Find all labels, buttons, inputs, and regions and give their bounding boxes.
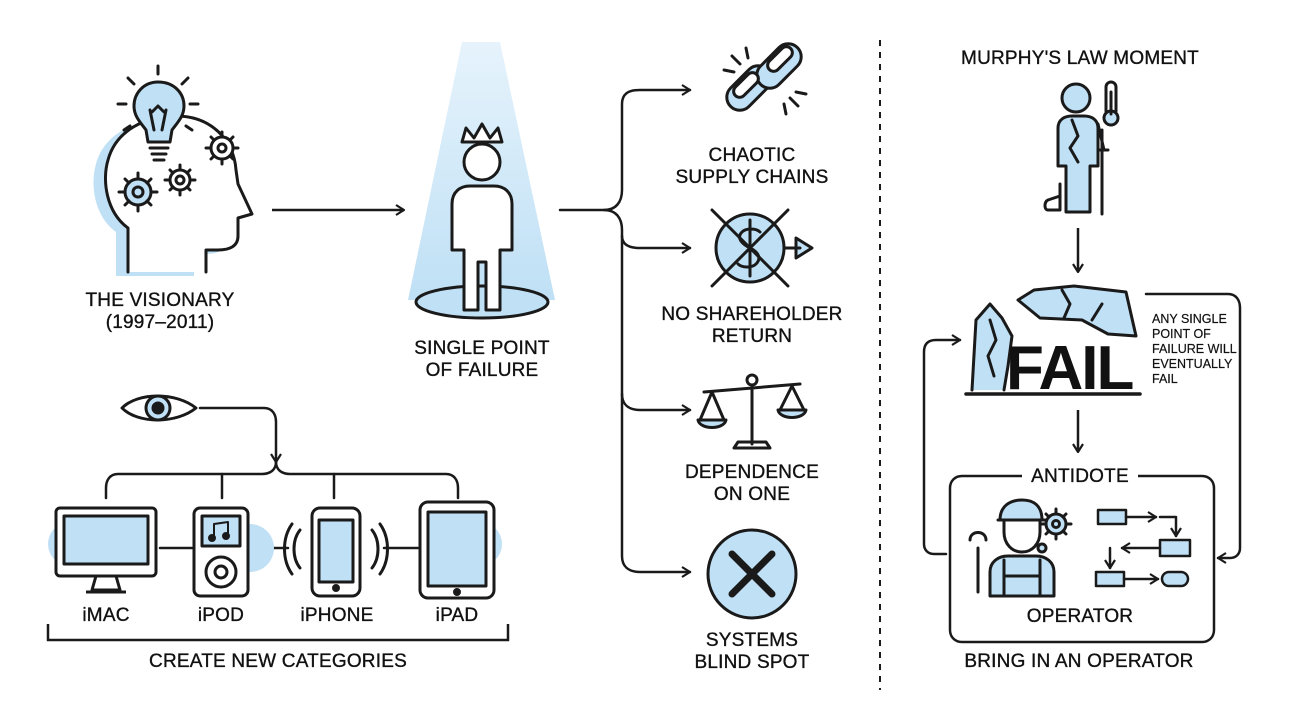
consequence-supply-chains: CHAOTIC SUPPLY CHAINS [662,145,842,189]
note-line: EVENTUALLY [1152,357,1233,371]
consequence-shareholder: NO SHAREHOLDER RETURN [652,304,852,348]
consequence-line2: ON ONE [713,484,791,505]
crumbling-fail-icon [964,284,1142,396]
murphy-note: ANY SINGLE POINT OF FAILURE WILL EVENTUA… [1152,312,1252,387]
visionary-label: THE VISIONARY (1997–2011) [70,290,250,334]
iphone-icon [283,506,389,598]
product-ipod-label: iPOD [197,605,245,626]
scale-icon [696,373,808,450]
branch-arrows [558,84,692,578]
product-ipad-label: iPAD [435,605,479,626]
spof-line1: SINGLE POINT [414,338,550,359]
ipod-icon [192,506,274,598]
consequence-line1: CHAOTIC [708,145,796,166]
ipad-icon [418,500,502,600]
consequence-line1: DEPENDENCE [685,462,819,483]
imac-icon [48,506,158,594]
x-circle-icon [706,528,798,620]
visionary-head-icon [93,64,254,276]
antidote-title: ANTIDOTE [1031,466,1129,487]
consequence-dependence: DEPENDENCE ON ONE [662,462,842,506]
spof-line2: OF FAILURE [425,360,539,381]
note-line: FAILURE WILL [1152,342,1237,356]
product-iphone-label: iPHONE [300,605,374,626]
spotlight-figure-icon [408,42,555,320]
consequence-line1: SYSTEMS [705,630,799,651]
crossed-dollar-icon [710,208,814,288]
consequence-line2: SUPPLY CHAINS [675,167,829,188]
murphy-title: MURPHY'S LAW MOMENT [961,48,1199,69]
injured-person-icon [1043,80,1120,216]
operator-icon [968,498,1073,598]
spof-label: SINGLE POINT OF FAILURE [392,338,572,382]
visionary-years: (1997–2011) [105,312,215,333]
flowchart-icon [1094,508,1192,588]
product-imac-label: iMAC [82,605,130,626]
fail-word: FAIL [1006,334,1132,403]
note-line: FAIL [1152,372,1178,386]
operator-caption: BRING IN AN OPERATOR [964,651,1194,672]
products-caption: CREATE NEW CATEGORIES [149,651,407,672]
broken-chain-icon [722,42,808,116]
products-bracket [104,406,460,550]
note-line: ANY SINGLE [1152,312,1227,326]
antidote-box [948,474,1216,644]
consequence-line2: BLIND SPOT [694,652,810,673]
note-line: POINT OF [1152,327,1211,341]
loop-arrows [922,292,1242,564]
products-brace [46,624,510,642]
consequence-blind-spot: SYSTEMS BLIND SPOT [662,630,842,674]
consequence-line2: RETURN [711,326,793,347]
operator-label: OPERATOR [1026,606,1134,627]
consequence-line1: NO SHAREHOLDER [661,304,843,325]
eye-icon [120,394,198,422]
visionary-title: THE VISIONARY [85,290,235,311]
